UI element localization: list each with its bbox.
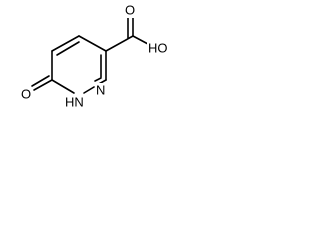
- bond-c4-cacid: [105, 35, 134, 52]
- acid-carbonyl-oxygen-label: O: [125, 2, 135, 17]
- bond-n1-n2: [83, 86, 95, 94]
- carbonyl-oxygen-background: [20, 88, 32, 102]
- ring-nitrogen-background: [95, 83, 106, 97]
- bond-c4-c5: [78, 35, 107, 52]
- double-bond-n2-c3: [94, 77, 102, 82]
- double-bond-c5-c6: [56, 41, 80, 56]
- acid-hydroxyl-background: [147, 42, 169, 56]
- acid-hydroxyl-label: HO: [148, 40, 168, 55]
- molecule-structure: N HN O O HO: [20, 2, 169, 110]
- double-bond-c7-o: [31, 75, 50, 87]
- bond-cacid-oh: [132, 35, 149, 45]
- bond-c7-n1: [51, 79, 75, 94]
- bond-c5-c6: [51, 35, 80, 52]
- carbonyl-oxygen-label: O: [21, 86, 31, 101]
- ring-nitrogen-label: N: [96, 82, 105, 97]
- acid-carbonyl-oxygen-background: [124, 4, 136, 18]
- bond-c7-o: [33, 79, 53, 91]
- ring-nh-background: [64, 95, 84, 110]
- ring-nh-label: HN: [65, 94, 84, 109]
